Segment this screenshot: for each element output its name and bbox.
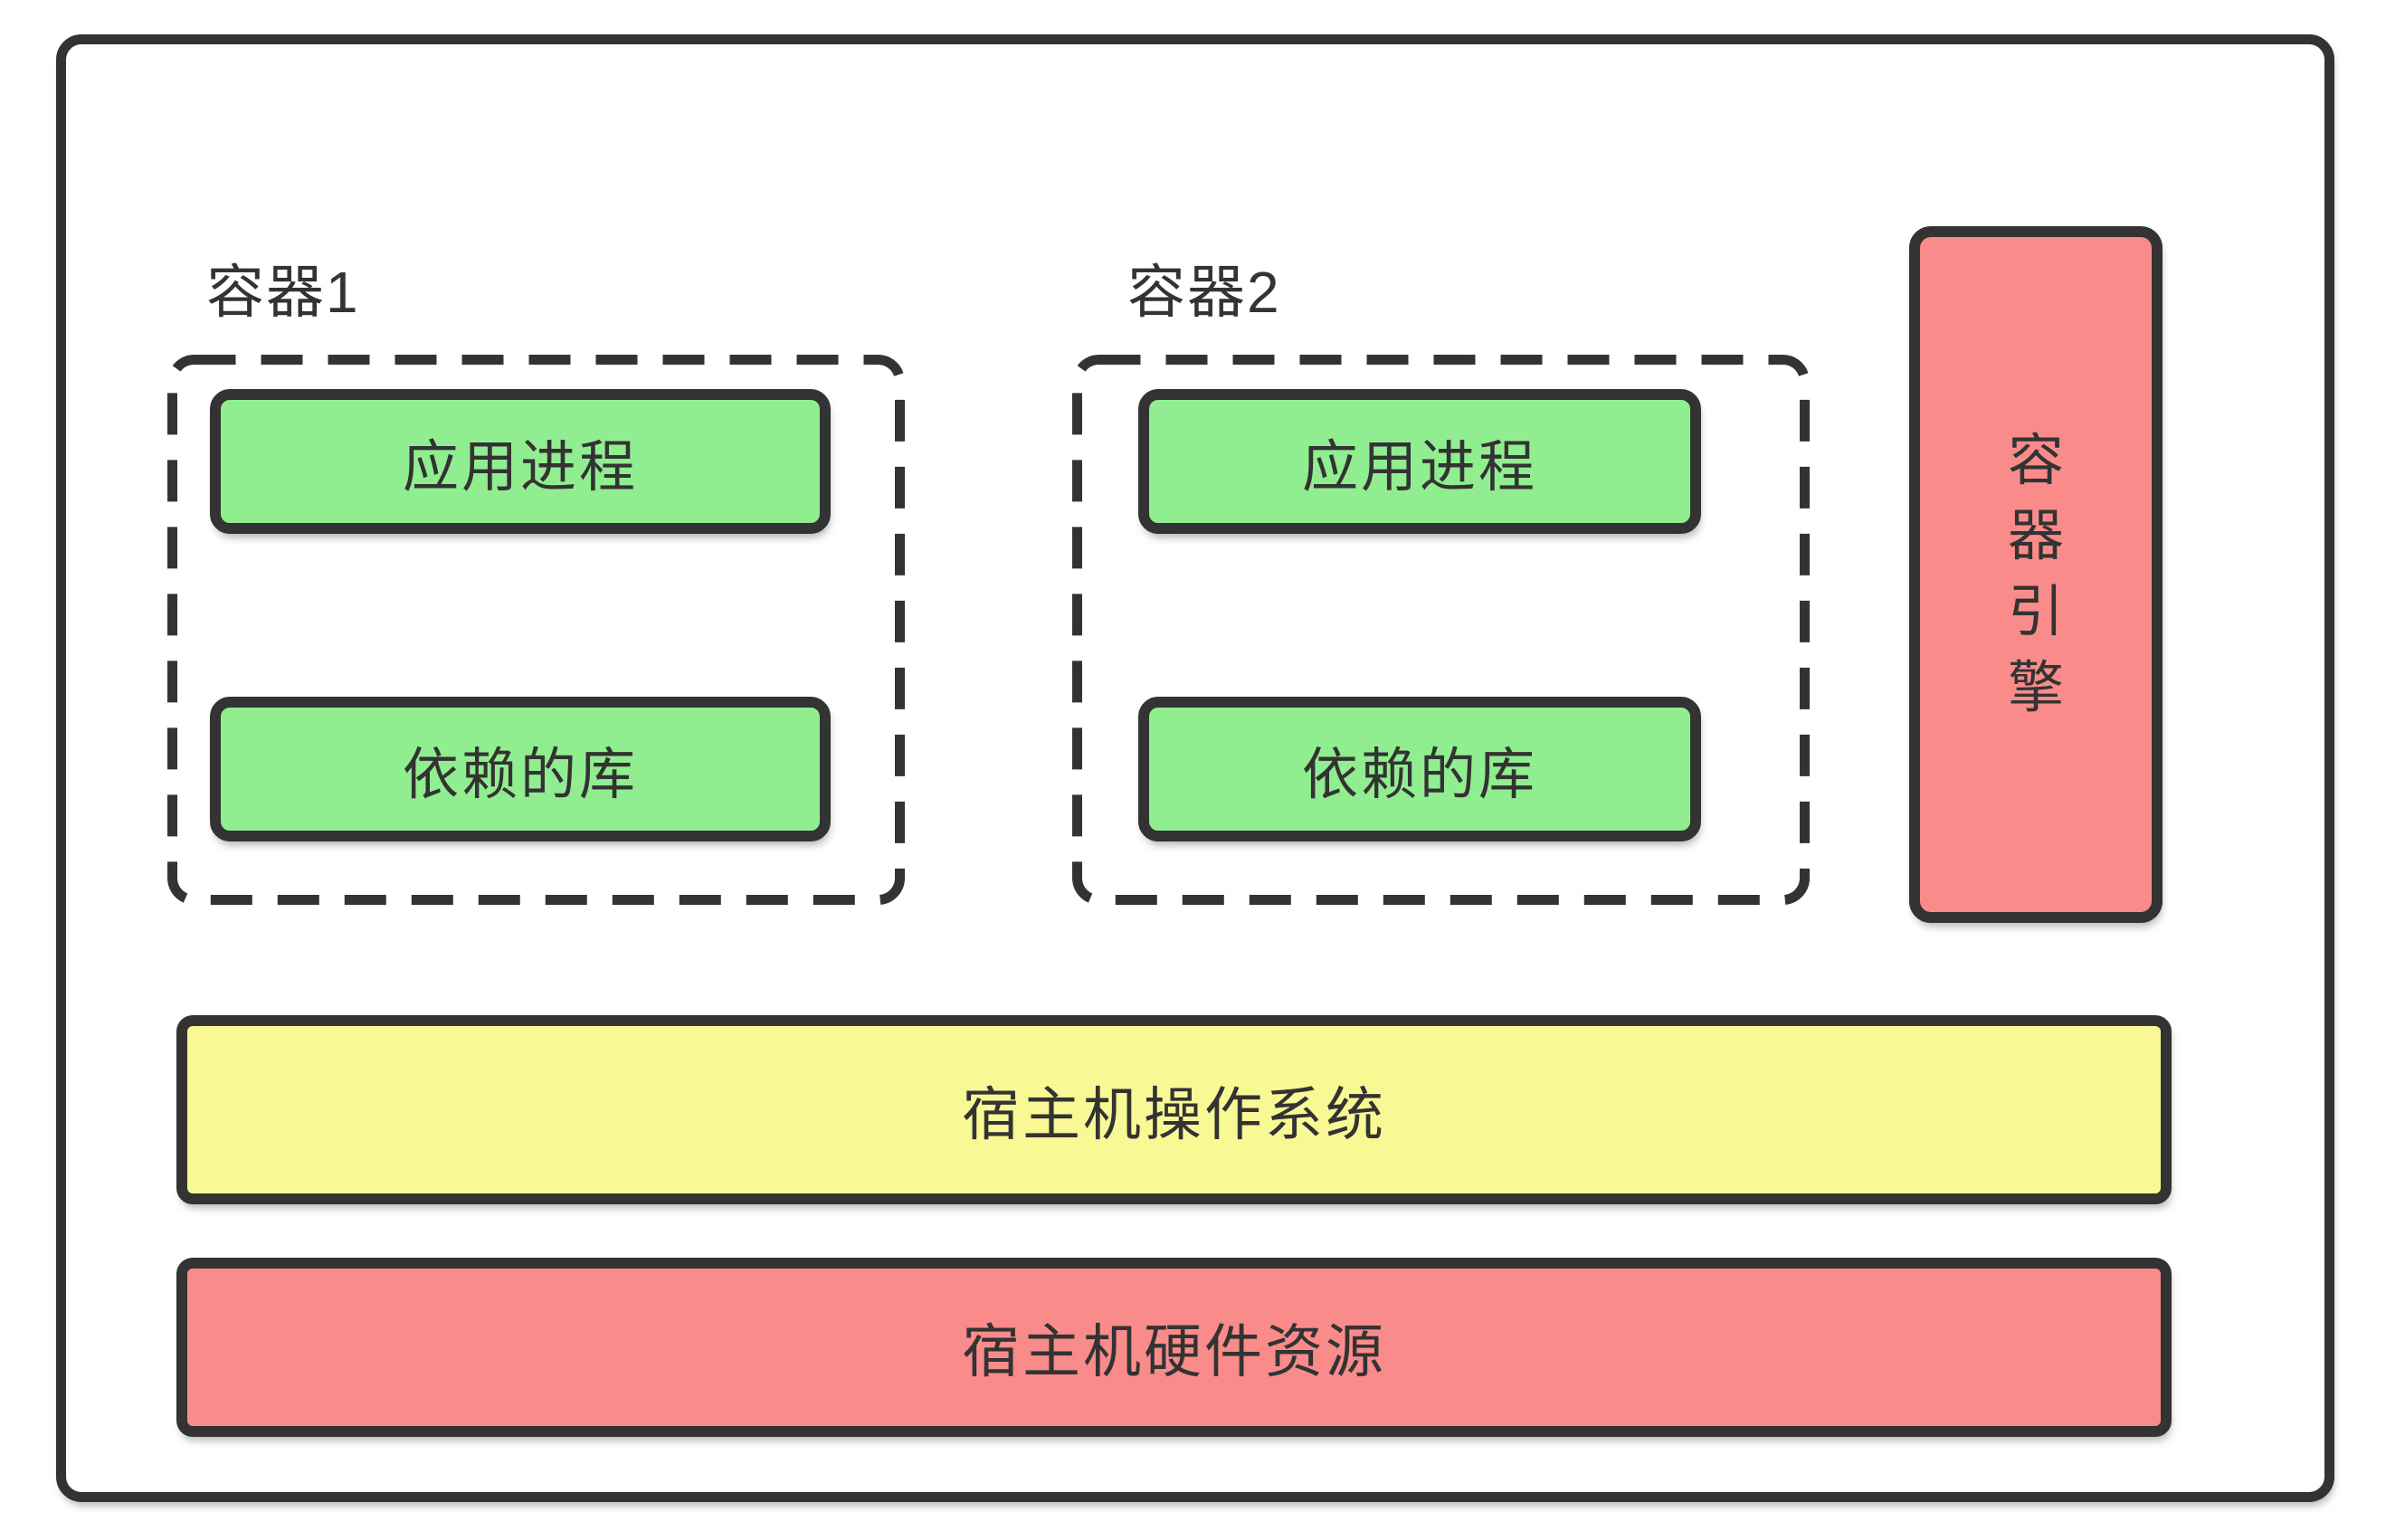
app-process-label: 应用进程	[1301, 436, 1537, 499]
host-hardware-label: 宿主机硬件资源	[962, 1319, 1386, 1384]
container-engine-box: 容器引擎	[1909, 226, 2163, 923]
container-1-label: 容器1	[206, 260, 360, 325]
container-1-dashed-border	[167, 355, 905, 905]
dependent-libs-label: 依赖的库	[1301, 744, 1537, 806]
host-os-bar: 宿主机操作系统	[176, 1015, 2172, 1204]
container-1-app-process-box: 应用进程	[210, 389, 831, 534]
container-1-dependent-libs-box: 依赖的库	[210, 697, 831, 841]
app-process-label: 应用进程	[402, 436, 638, 499]
host-os-label: 宿主机操作系统	[962, 1081, 1386, 1147]
dependent-libs-label: 依赖的库	[402, 744, 638, 806]
host-hardware-bar: 宿主机硬件资源	[176, 1258, 2172, 1437]
container-2-app-process-box: 应用进程	[1138, 389, 1701, 534]
container-2-dashed-border	[1072, 355, 1810, 905]
container-engine-label: 容器引擎	[2007, 429, 2064, 719]
container-2-dependent-libs-box: 依赖的库	[1138, 697, 1701, 841]
container-2-label: 容器2	[1127, 260, 1281, 325]
